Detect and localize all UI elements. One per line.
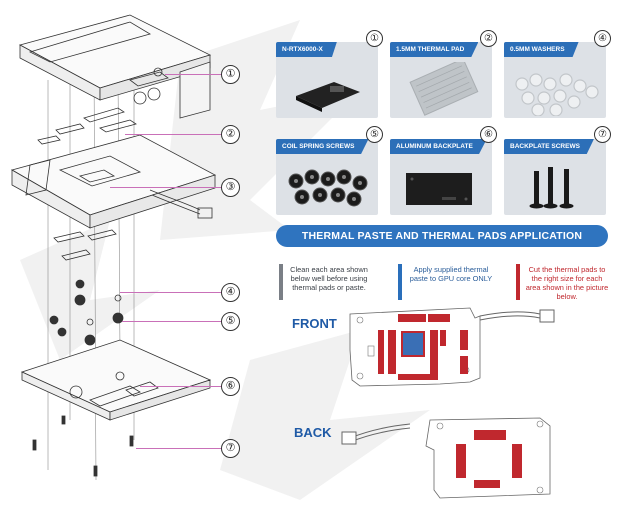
item-number-4: ④ <box>594 30 611 47</box>
card-label: ALUMINUM BACKPLATE <box>390 139 487 154</box>
part-springs <box>49 279 124 346</box>
coil-springs-image <box>288 169 368 207</box>
card-backplate: ALUMINUM BACKPLATE <box>390 139 492 215</box>
card-label: N-RTX6000-X <box>276 42 337 57</box>
callout-4: ④ <box>221 283 240 302</box>
card-label: COIL SPRING SCREWS <box>276 139 369 154</box>
instruction-bar-paste <box>398 264 402 300</box>
front-pcb-diagram <box>349 307 555 387</box>
screws-image <box>529 167 574 209</box>
card-label: 1.5MM THERMAL PAD <box>390 42 479 57</box>
leader-4 <box>120 292 221 293</box>
card-label: BACKPLATE SCREWS <box>504 139 594 154</box>
back-label: BACK <box>294 425 332 440</box>
card-waterblock: N-RTX6000-X <box>276 42 378 118</box>
front-label: FRONT <box>292 316 337 331</box>
card-thermal-pad: 1.5MM THERMAL PAD <box>390 42 492 118</box>
callout-6: ⑥ <box>221 377 240 396</box>
item-number-7: ⑦ <box>594 126 611 143</box>
leader-2 <box>125 134 221 135</box>
instruction-clean: Clean each area shown below well before … <box>290 265 368 292</box>
callout-7: ⑦ <box>221 439 240 458</box>
callout-2: ② <box>221 125 240 144</box>
card-label: 0.5MM WASHERS <box>504 42 579 57</box>
instruction-paste: Apply supplied thermal paste to GPU core… <box>409 265 493 283</box>
callout-3: ③ <box>221 178 240 197</box>
back-pcb-diagram <box>341 417 551 499</box>
part-backplate <box>20 339 212 421</box>
backplate-image <box>406 173 472 205</box>
exploded-assembly-diagram <box>10 14 217 481</box>
part-backplate-screws <box>32 415 134 477</box>
callout-1: ① <box>221 65 240 84</box>
application-banner: THERMAL PASTE AND THERMAL PADS APPLICATI… <box>276 225 608 247</box>
instruction-pads: Cut the thermal pads to the right size f… <box>525 265 609 301</box>
part-waterblock <box>18 14 212 119</box>
instruction-bar-clean <box>279 264 283 300</box>
card-coil-springs: COIL SPRING SCREWS <box>276 139 378 215</box>
thermal-pad-image <box>409 62 479 116</box>
item-number-1: ① <box>366 30 383 47</box>
leader-6 <box>140 386 221 387</box>
item-number-2: ② <box>480 30 497 47</box>
item-number-5: ⑤ <box>366 126 383 143</box>
card-backplate-screws: BACKPLATE SCREWS <box>504 139 606 215</box>
instruction-bar-pads <box>516 264 520 300</box>
leader-5 <box>122 321 221 322</box>
leader-3 <box>110 187 221 188</box>
washers-image <box>515 73 599 116</box>
leader-1 <box>165 74 221 75</box>
card-washers: 0.5MM WASHERS <box>504 42 606 118</box>
callout-5: ⑤ <box>221 312 240 331</box>
waterblock-image <box>296 82 360 112</box>
leader-7 <box>136 448 221 449</box>
item-number-6: ⑥ <box>480 126 497 143</box>
part-graphics-card <box>10 134 217 229</box>
